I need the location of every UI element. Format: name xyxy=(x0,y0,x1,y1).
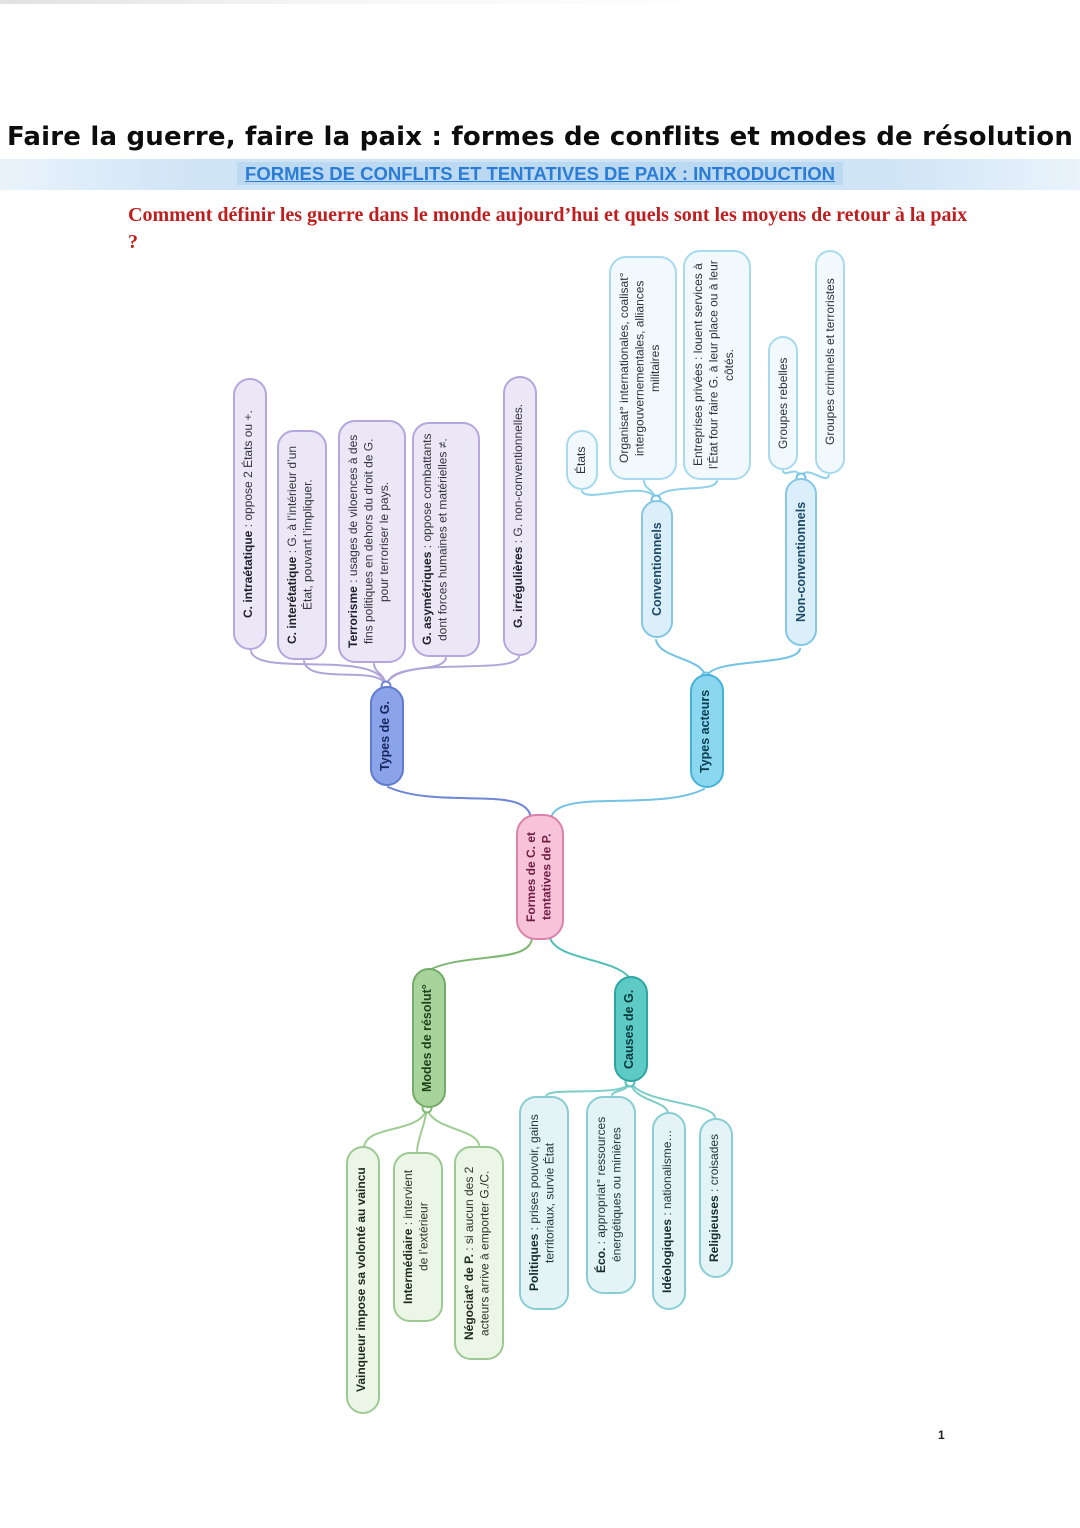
node-groupes-rebelles: Groupes rebelles xyxy=(768,336,798,470)
node-causes-de-guerre: Causes de G. xyxy=(614,976,648,1082)
node-etats: États xyxy=(566,430,598,490)
node-label-strong: Religieuses xyxy=(707,1195,721,1263)
node-label-rest: : croisades xyxy=(707,1133,721,1196)
node-label: Causes de G. xyxy=(622,989,636,1069)
node-label: Groupes rebelles xyxy=(776,357,790,449)
node-guerres-asymetriques: G. asymétriques : oppose combattants don… xyxy=(412,422,480,657)
node-label: Non-conventionnels xyxy=(794,501,808,623)
page-title: Faire la guerre, faire la paix : formes … xyxy=(6,122,1074,152)
node-types-acteurs: Types acteurs xyxy=(690,674,724,788)
connector-curve xyxy=(387,786,532,819)
connector-curve xyxy=(550,788,705,819)
node-non-conventionnels: Non-conventionnels xyxy=(785,478,817,646)
connector-curve xyxy=(303,660,387,687)
node-label-strong: Vainqueur impose sa volonté au vaincu xyxy=(354,1167,368,1393)
node-label-strong: Intermédiaire xyxy=(401,1228,415,1305)
node-conflit-intraetatique: C. intraétatique : oppose 2 États ou +. xyxy=(233,378,267,650)
subtitle: FORMES DE CONFLITS ET TENTATIVES DE PAIX… xyxy=(237,162,843,185)
node-conventionnels: Conventionnels xyxy=(641,500,673,638)
node-causes-economiques: Éco. : appropriat° ressources énergétiqu… xyxy=(586,1096,636,1294)
connector-curve xyxy=(549,937,630,978)
connector-curve xyxy=(705,648,801,678)
connector-curve xyxy=(250,650,387,687)
node-label-strong: C. intraétatique xyxy=(241,530,255,618)
connector-curve xyxy=(363,1107,428,1148)
node-label: Groupes criminels et terroristes xyxy=(823,278,837,446)
node-label-strong: Idéologiques xyxy=(660,1218,674,1293)
node-label-strong: Négociat° de P. xyxy=(462,1253,476,1340)
node-label: Types de G. xyxy=(378,701,392,771)
node-types-de-guerre: Types de G. xyxy=(370,686,404,786)
node-label: États xyxy=(574,446,588,474)
connector-curve xyxy=(629,1081,716,1118)
node-groupes-criminels-terroristes: Groupes criminels et terroristes xyxy=(815,250,845,474)
node-label: Organisat° internationales, coalisat° in… xyxy=(617,272,663,464)
node-conflit-interetatique: C. interétatique : G. à l’intérieur d’un… xyxy=(277,430,327,660)
node-label: Formes de C. et tentatives de P. xyxy=(524,831,554,923)
node-label-strong: G. asymétriques xyxy=(420,551,434,646)
connector-curve xyxy=(385,657,447,687)
node-label-strong: Éco. xyxy=(594,1247,608,1274)
node-label-rest: : nationalisme… xyxy=(660,1129,674,1219)
node-organisations-internationales: Organisat° internationales, coalisat° in… xyxy=(609,256,677,480)
node-vainqueur: Vainqueur impose sa volonté au vaincu xyxy=(346,1146,380,1414)
node-label-rest: : appropriat° ressources énergétiques ou… xyxy=(594,1116,624,1263)
page-top-edge xyxy=(0,0,1080,4)
node-label-strong: Politiques xyxy=(527,1234,541,1292)
node-guerres-irregulieres: G. irrégulières : G. non-conventionnelle… xyxy=(503,376,537,656)
connector-curve xyxy=(385,656,520,687)
node-label: Entreprises privées : louent services à … xyxy=(691,260,737,470)
node-label: Types acteurs xyxy=(698,689,712,773)
connector-curve xyxy=(416,1107,428,1152)
node-entreprises-privees: Entreprises privées : louent services à … xyxy=(683,250,751,480)
node-modes-resolution: Modes de résolut° xyxy=(412,968,446,1108)
node-label-rest: : G. non-conventionnelles. xyxy=(511,403,525,547)
connector-curve xyxy=(655,639,707,678)
page-number: 1 xyxy=(938,1428,945,1442)
node-causes-religieuses: Religieuses : croisades xyxy=(699,1118,733,1278)
node-intermediaire: Intermédiaire : intervient de l’extérieu… xyxy=(393,1152,443,1322)
connector-curve xyxy=(581,489,657,501)
intro-question: Comment définir les guerre dans le monde… xyxy=(128,204,968,253)
node-formes-conflits-center: Formes de C. et tentatives de P. xyxy=(516,814,564,940)
node-causes-ideologiques: Idéologiques : nationalisme… xyxy=(652,1112,686,1310)
connector-curve xyxy=(428,937,533,971)
node-label: Modes de résolut° xyxy=(420,984,434,1092)
node-label: Conventionnels xyxy=(650,522,664,616)
node-negociation-paix: Négociat° de P. : si aucun des 2 acteurs… xyxy=(454,1146,504,1360)
node-terrorisme: Terrorisme : usages de viloences à des f… xyxy=(338,420,406,663)
connector-curve xyxy=(655,480,718,501)
connector-curve xyxy=(545,1081,631,1097)
subtitle-band: FORMES DE CONFLITS ET TENTATIVES DE PAIX… xyxy=(0,159,1080,190)
node-label-strong: C. interétatique xyxy=(285,556,299,645)
node-causes-politiques: Politiques : prises pouvoir, gains terri… xyxy=(519,1096,569,1310)
node-label-rest: : oppose 2 États ou +. xyxy=(241,410,255,531)
node-label-strong: G. irrégulières xyxy=(511,546,525,629)
connector-curve xyxy=(426,1107,480,1146)
connector-curve xyxy=(629,1081,669,1114)
node-label-strong: Terrorisme xyxy=(346,586,360,649)
